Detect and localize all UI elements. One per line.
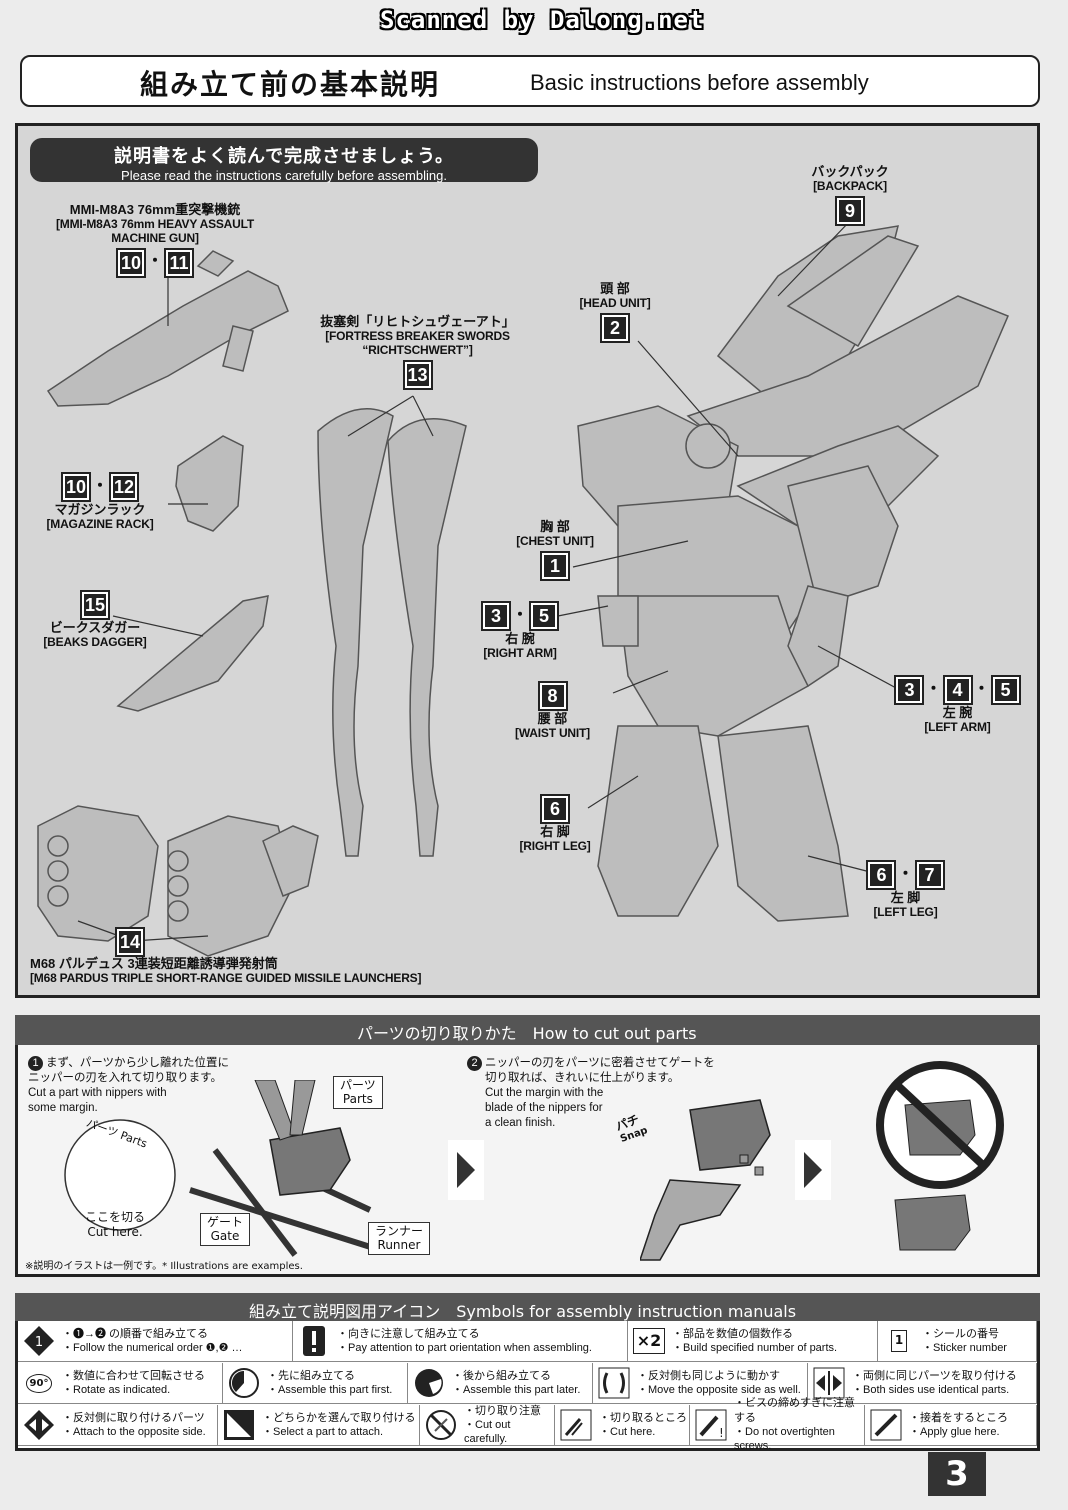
label-head-unit: 頭 部 [HEAD UNIT] 2 xyxy=(560,281,670,343)
page-number: 3 xyxy=(928,1452,986,1496)
cut-wrong-illustration xyxy=(876,1061,1004,1251)
cut-carefully-icon xyxy=(424,1408,458,1442)
header-title-jp: 組み立て前の基本説明 xyxy=(140,68,441,101)
label-left-arm: 3・4・5 左 腕 [LEFT ARM] xyxy=(894,675,1021,735)
label-swords: 抜塞剣「リヒトシュヴェーアト」 [FORTRESS BREAKER SWORDS… xyxy=(275,314,560,390)
arrow-right-1 xyxy=(448,1140,484,1200)
screw-icon: ! xyxy=(694,1408,728,1442)
cut-here-icon xyxy=(559,1408,593,1442)
robot-illustration xyxy=(37,220,1009,957)
banner-jp: 説明書をよく読んで完成させましょう。 xyxy=(113,146,455,167)
cut-parts-title-bar: パーツの切り取りかた How to cut out parts xyxy=(15,1015,1040,1045)
cut-step-1-illustration xyxy=(64,1080,381,1257)
missile-launchers-drawing xyxy=(37,805,319,957)
label-magazine-rack: 10・12 マガジンラック [MAGAZINE RACK] xyxy=(40,472,160,532)
glue-icon xyxy=(869,1408,903,1442)
select-part-icon xyxy=(222,1408,256,1442)
robot-body-drawing xyxy=(577,225,1009,922)
symbols-title: 組み立て説明図用アイコン Symbols for assembly instru… xyxy=(249,1302,797,1321)
symbol-both-sides: ・両側に同じパーツを取り付ける・Both sides use identical… xyxy=(808,1363,1037,1404)
multiply-2-icon: ×2 xyxy=(632,1324,666,1358)
symbol-assemble-later: ・後から組み立てる・Assemble this part later. xyxy=(408,1363,593,1404)
symbols-title-bar: 組み立て説明図用アイコン Symbols for assembly instru… xyxy=(15,1293,1040,1321)
rotate-icon: 90° xyxy=(22,1366,56,1400)
svg-text:!: ! xyxy=(719,1426,724,1440)
label-right-leg: 6 右 脚 [RIGHT LEG] xyxy=(510,794,600,854)
watermark: Scanned by Dalong.net xyxy=(380,6,705,34)
beaks-dagger-drawing xyxy=(116,595,269,712)
symbol-numbered-order: 1・❶→❷ の順番で組み立てる・Follow the numerical ord… xyxy=(18,1321,293,1362)
label-backpack: バックパック [BACKPACK] 9 xyxy=(785,164,915,226)
symbol-sticker: 1・シールの番号・Sticker number xyxy=(878,1321,1037,1362)
label-beaks-dagger: 15 ビークスダガー [BEAKS DAGGER] xyxy=(30,590,160,650)
exclamation-icon xyxy=(297,1324,331,1358)
label-missile-num: 14 xyxy=(115,927,145,957)
label-right-arm: 3・5 右 腕 [RIGHT ARM] xyxy=(475,601,565,661)
machine-gun-drawing xyxy=(46,250,289,407)
numbered-order-icon: 1 xyxy=(22,1324,56,1358)
illustration-note: ※説明のイラストは一例です。* Illustrations are exampl… xyxy=(25,1261,303,1272)
arrow-right-2 xyxy=(795,1140,831,1200)
label-missile-launchers: M68 パルデュス 3連装短距離誘導弾発射筒 [M68 PARDUS TRIPL… xyxy=(30,956,422,985)
symbol-screw: !・ビスの締めすぎに注意する・Do not overtighten screws… xyxy=(690,1397,865,1452)
symbol-cut-here: ・切り取るところ・Cut here. xyxy=(555,1405,690,1446)
svg-text:1: 1 xyxy=(35,1335,43,1350)
symbols-grid: 1・❶→❷ の順番で組み立てる・Follow the numerical ord… xyxy=(18,1321,1037,1452)
opposite-side-icon xyxy=(22,1408,56,1442)
label-left-leg: 6・7 左 脚 [LEFT LEG] xyxy=(858,860,953,920)
symbol-assemble-first: ・先に組み立てる・Assemble this part first. xyxy=(223,1363,408,1404)
label-waist-unit: 8 腰 部 [WAIST UNIT] xyxy=(505,681,600,741)
label-machine-gun: MMI-M8A3 76mm重突撃機銃 [MMI-M8A3 76mm HEAVY … xyxy=(30,202,280,278)
symbol-exclamation: ・向きに注意して組み立てる・Pay attention to part orie… xyxy=(293,1321,628,1362)
cut-parts-title: パーツの切り取りかた How to cut out parts xyxy=(357,1024,697,1043)
header-title-en: Basic instructions before assembly xyxy=(530,70,869,95)
banner-en: Please read the instructions carefully b… xyxy=(121,168,447,183)
symbol-multiply-2: ×2・部品を数値の個数作る・Build specified number of … xyxy=(628,1321,878,1362)
swords-drawing xyxy=(317,408,467,857)
symbol-select-part: ・どちらかを選んで取り付ける・Select a part to attach. xyxy=(218,1405,420,1446)
symbol-opposite-side: ・反対側に取り付けるパーツ・Attach to the opposite sid… xyxy=(18,1405,218,1446)
cut-parts-panel xyxy=(15,1015,1040,1277)
label-chest-unit: 胸 部 [CHEST UNIT] 1 xyxy=(505,519,605,581)
symbol-rotate: 90°・数値に合わせて回転させる・Rotate as indicated. xyxy=(18,1363,223,1404)
symbol-glue: ・接着をするところ・Apply glue here. xyxy=(865,1405,1037,1446)
assemble-later-icon xyxy=(412,1366,446,1400)
cut-step-2-illustration xyxy=(640,1099,771,1261)
magazine-rack-drawing xyxy=(175,435,244,532)
symbol-move-opposite: ・反対側も同じように動かす・Move the opposite side as … xyxy=(593,1363,808,1404)
both-sides-icon xyxy=(812,1366,846,1400)
symbol-cut-carefully: ・切り取り注意・Cut out carefully. xyxy=(420,1405,555,1446)
sticker-icon: 1 xyxy=(882,1324,916,1358)
page-header: 組み立て前の基本説明 Basic instructions before ass… xyxy=(20,55,1040,107)
read-instructions-banner: 説明書をよく読んで完成させましょう。 Please read the instr… xyxy=(30,138,538,183)
assemble-first-icon xyxy=(227,1366,261,1400)
move-opposite-icon xyxy=(597,1366,631,1400)
